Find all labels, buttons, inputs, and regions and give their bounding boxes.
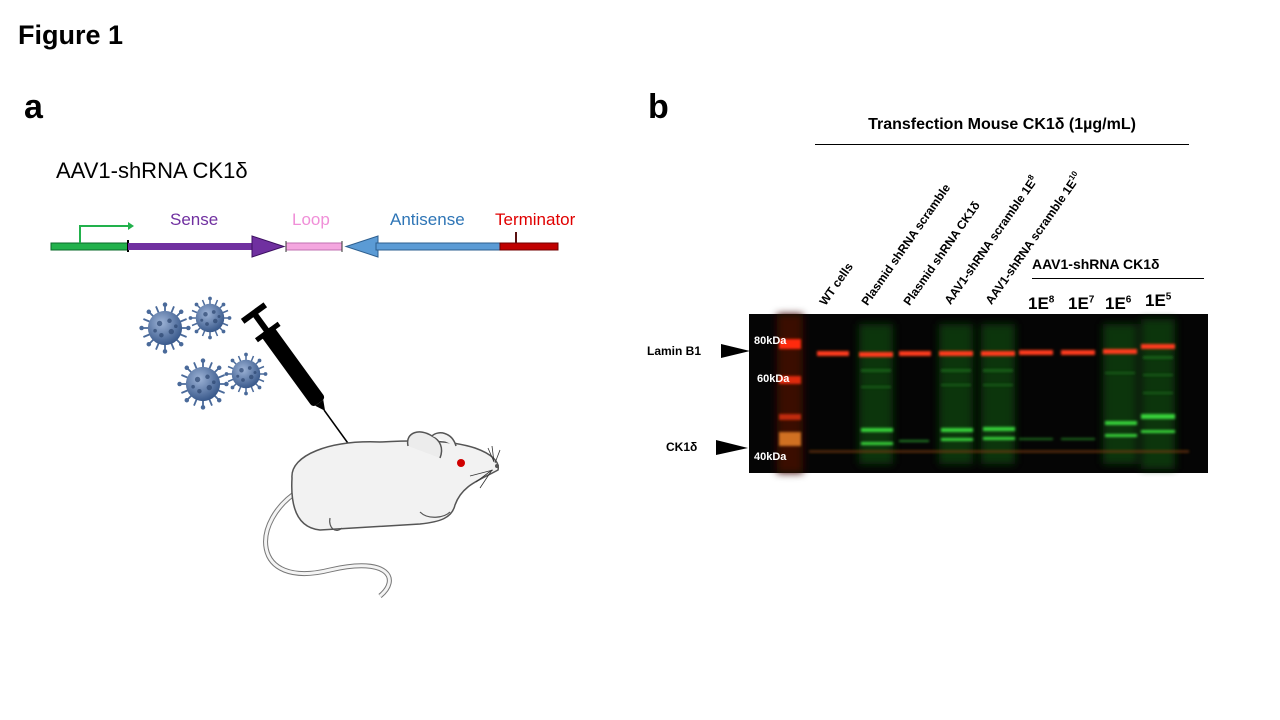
ck1d-arrow-icon xyxy=(716,440,748,455)
western-blot-image xyxy=(749,314,1208,473)
mw-marker-60: 60kDa xyxy=(757,373,790,385)
mouse-eye xyxy=(457,459,465,467)
terminator-segment xyxy=(499,242,559,251)
ck1d-label: CK1δ xyxy=(666,440,698,454)
dose-label: 1E6 xyxy=(1105,294,1132,313)
mw-marker-40: 40kDa xyxy=(754,451,787,463)
aav-group-label: AAV1-shRNA CK1δ xyxy=(1032,256,1160,272)
terminator-label: Terminator xyxy=(495,210,576,229)
mw-marker-80: 80kDa xyxy=(754,335,787,347)
dose-label: 1E5 xyxy=(1145,291,1172,310)
figure-title: Figure 1 xyxy=(18,20,124,50)
aav-group-bracket-line xyxy=(1032,278,1204,279)
sense-arrowhead-icon xyxy=(251,235,286,258)
promoter-arrow-icon xyxy=(79,225,128,243)
loop-label: Loop xyxy=(292,210,330,229)
panel-b-label: b xyxy=(648,88,669,126)
sense-segment xyxy=(128,243,256,250)
dose-label: 1E7 xyxy=(1068,294,1095,313)
lamin-arrow-icon xyxy=(721,344,750,358)
construct-title: AAV1-shRNA CK1δ xyxy=(56,158,248,183)
dose-label: 1E8 xyxy=(1028,294,1055,313)
transfection-bracket-line xyxy=(815,144,1189,145)
panel-a-label: a xyxy=(24,88,43,126)
transfection-title: Transfection Mouse CK1δ (1µg/mL) xyxy=(868,116,1136,133)
antisense-label: Antisense xyxy=(390,210,465,229)
sense-label: Sense xyxy=(170,210,219,229)
lamin-b1-label: Lamin B1 xyxy=(647,344,702,358)
